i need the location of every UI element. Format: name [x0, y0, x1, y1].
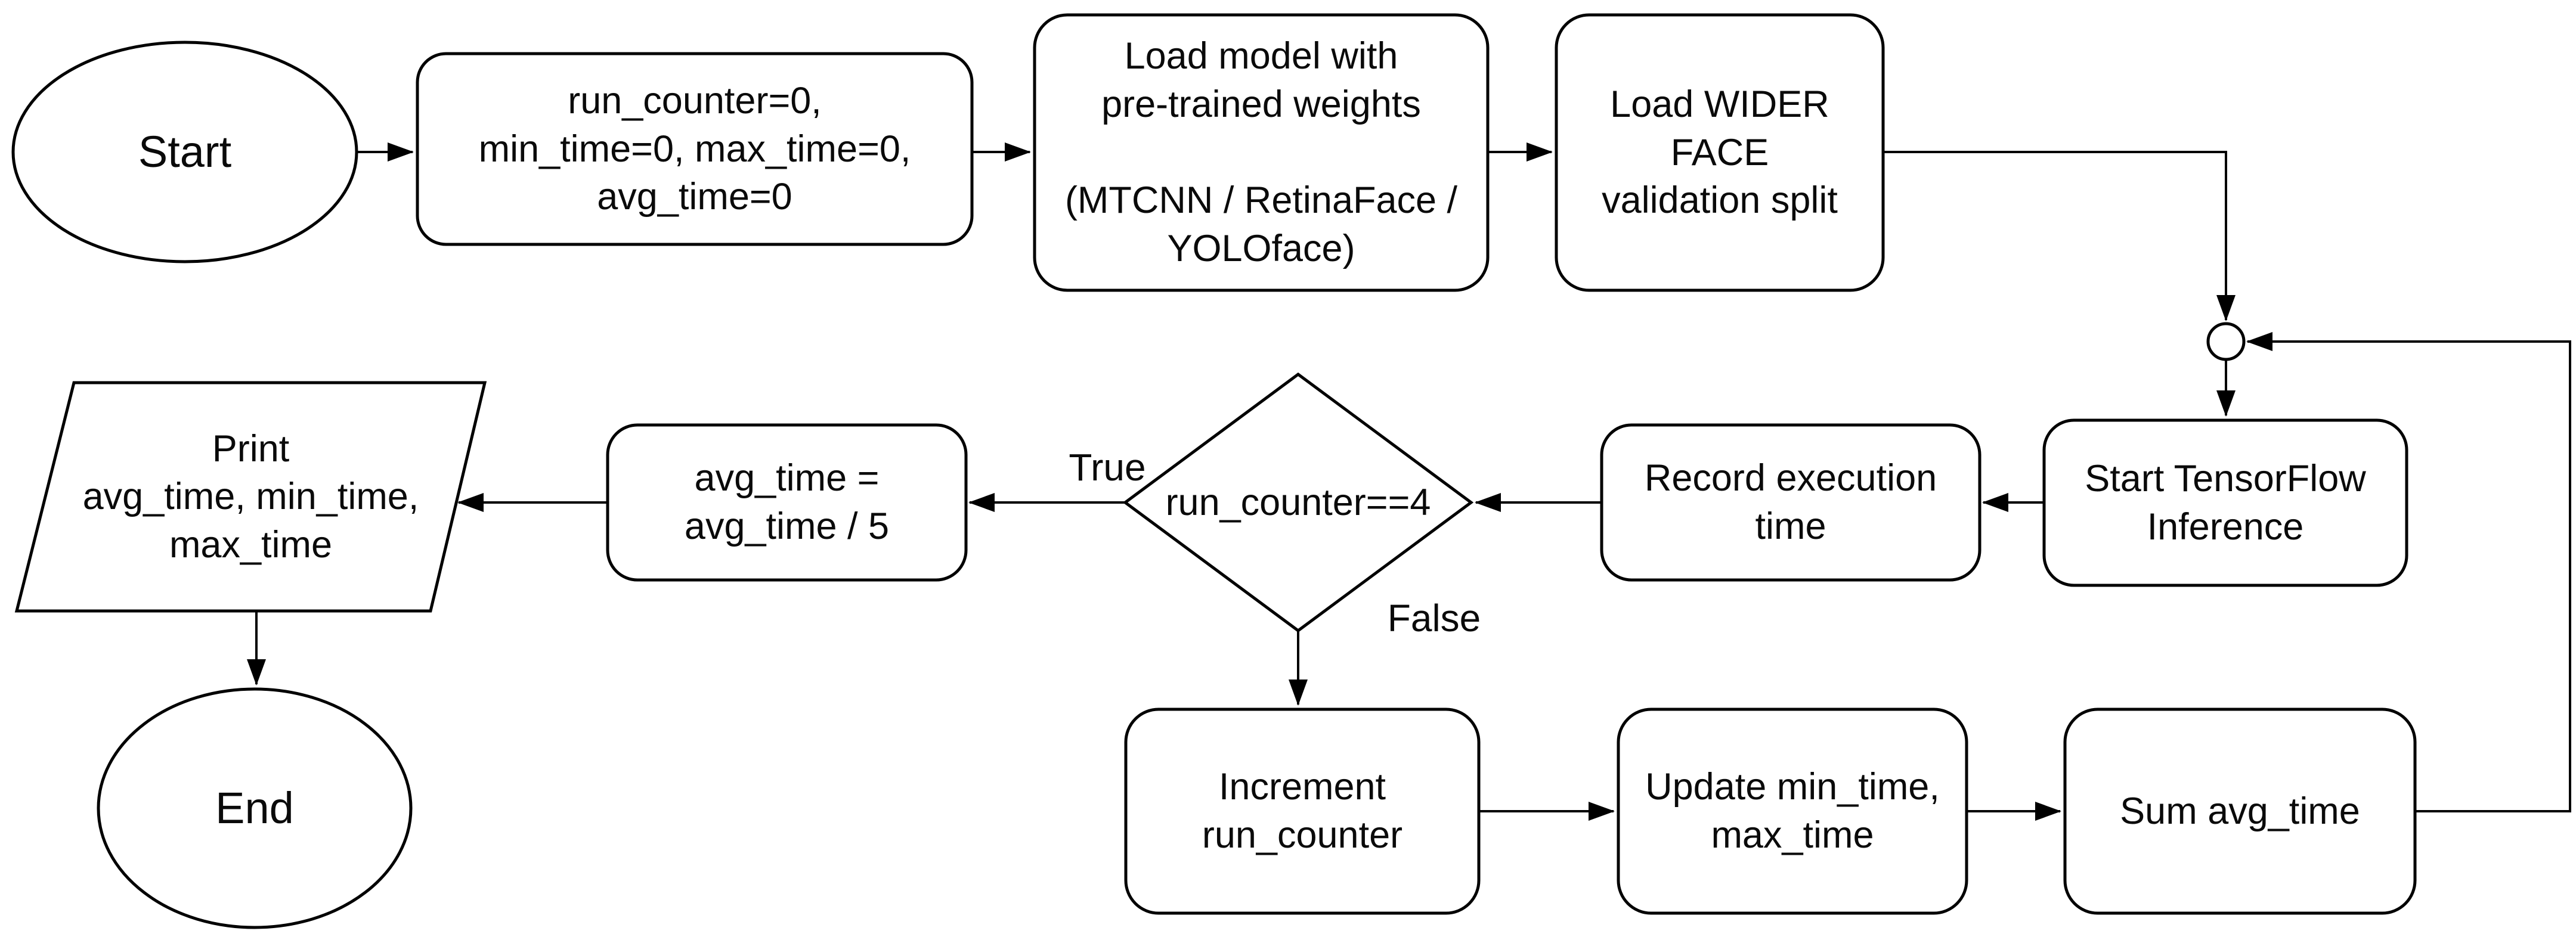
node-load-dataset-shape	[1555, 13, 1885, 292]
node-compute-avg-shape	[606, 423, 968, 582]
node-start-inference-shape	[2042, 418, 2408, 587]
node-sum-avg-shape	[2063, 708, 2417, 915]
node-end-shape	[97, 687, 413, 929]
node-decision-shape	[1122, 372, 1474, 633]
node-init-shape	[416, 52, 974, 246]
node-start-shape	[11, 41, 358, 263]
node-load-model-shape	[1033, 13, 1490, 292]
edge-load-dataset-to-junction	[1883, 151, 2236, 321]
node-print-results-shape	[14, 381, 487, 613]
node-record-time-shape	[1600, 423, 1981, 582]
node-update-minmax-shape	[1617, 708, 1968, 915]
node-increment-shape	[1124, 708, 1481, 915]
node-loop-junction-shape	[2206, 322, 2246, 361]
edge-sum-to-junction-loop	[2246, 332, 2571, 812]
